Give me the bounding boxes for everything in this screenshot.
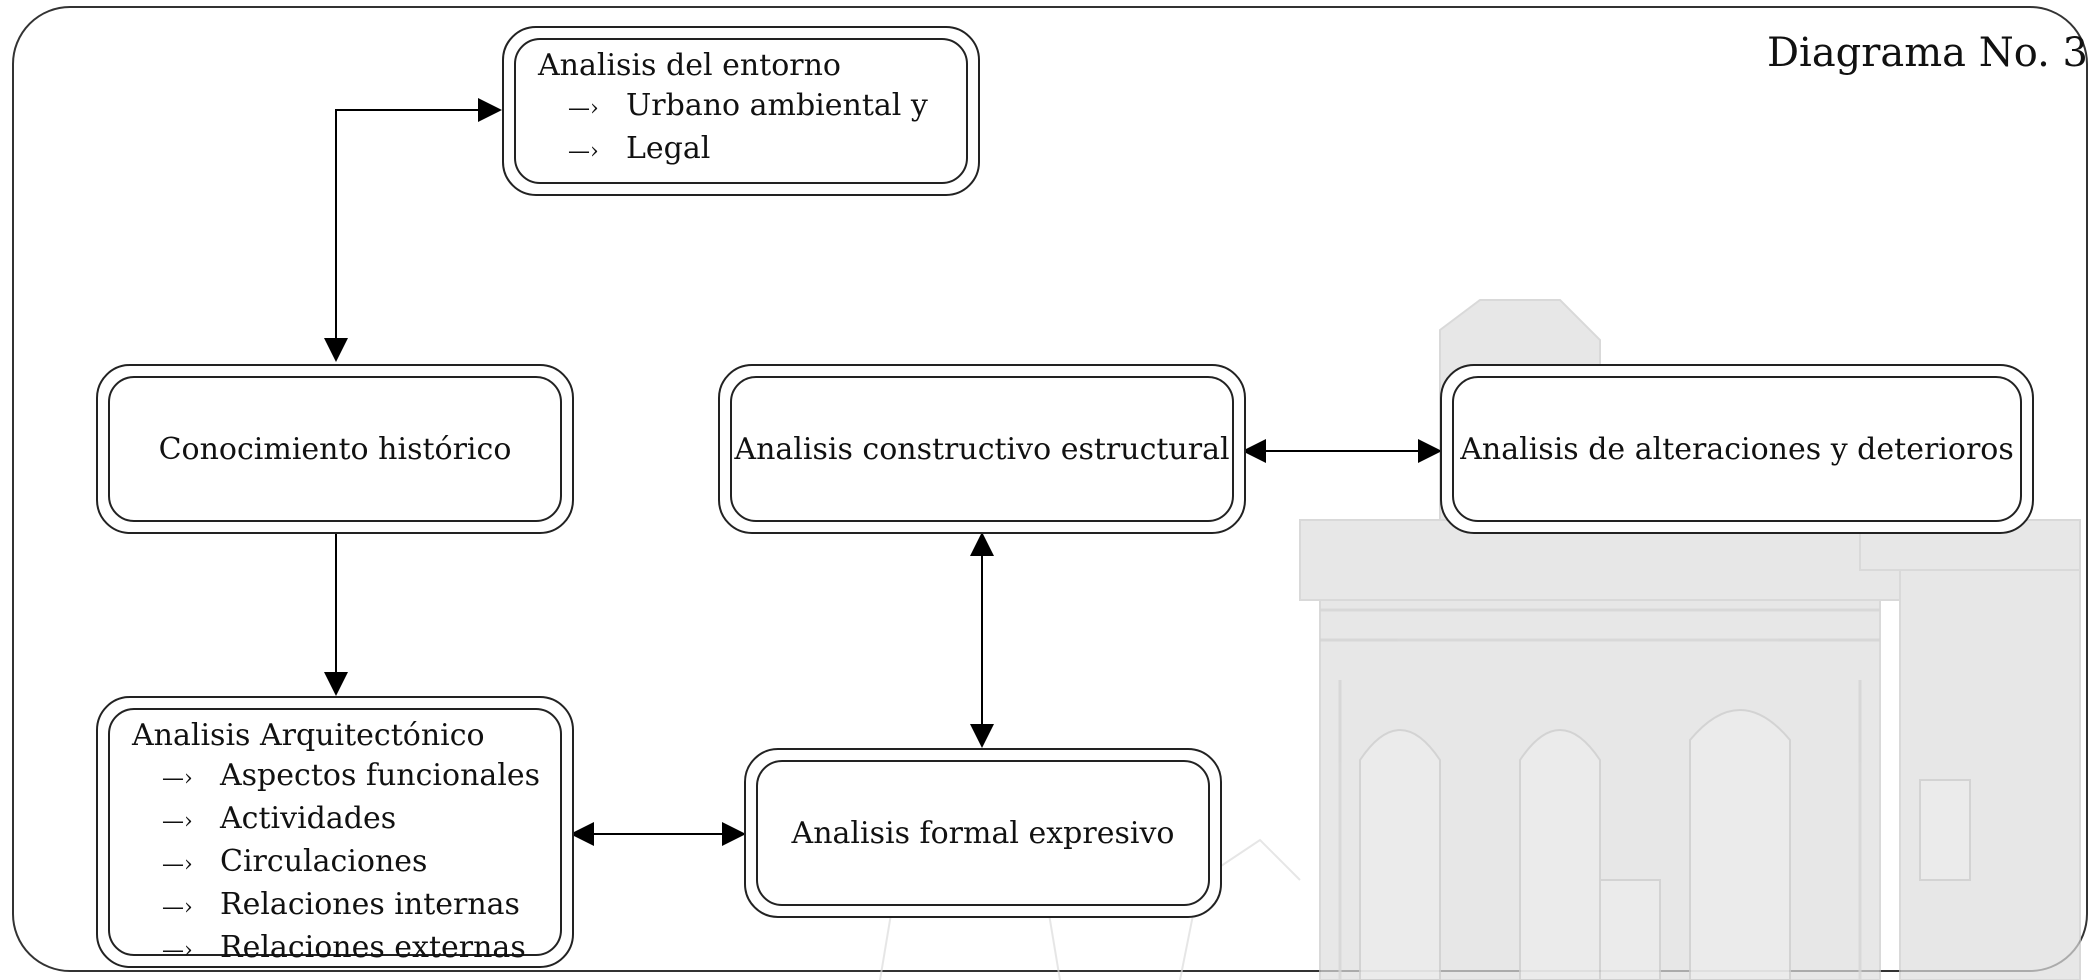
- node-entorno: Analisis del entorno —›Urbano ambiental …: [502, 26, 980, 196]
- node-constructivo-title: Analisis constructivo estructural: [730, 376, 1234, 522]
- node-formal-title: Analisis formal expresivo: [756, 760, 1210, 906]
- arrow-icon: —›: [568, 96, 599, 121]
- list-item: —›Actividades: [132, 799, 560, 842]
- node-arquitectonico-inner: Analisis Arquitectónico —›Aspectos funci…: [108, 708, 562, 965]
- edge-historico-entorno: [324, 98, 502, 362]
- node-entorno-inner: Analisis del entorno —›Urbano ambiental …: [514, 38, 968, 184]
- diagram-title: Diagrama No. 3: [1766, 30, 2088, 76]
- node-alteraciones-title: Analisis de alteraciones y deterioros: [1452, 376, 2022, 522]
- arrow-icon: —›: [162, 938, 193, 963]
- list-item: —›Relaciones externas: [132, 928, 560, 971]
- arrow-icon: —›: [568, 139, 599, 164]
- arrow-icon: —›: [162, 809, 193, 834]
- list-item: —›Urbano ambiental y: [538, 86, 966, 129]
- node-arquitectonico-title: Analisis Arquitectónico: [132, 718, 485, 753]
- node-historico: Conocimiento histórico: [96, 364, 574, 534]
- node-formal: Analisis formal expresivo: [744, 748, 1222, 918]
- arrow-icon: —›: [162, 895, 193, 920]
- node-historico-title: Conocimiento histórico: [108, 376, 562, 522]
- arrow-icon: —›: [162, 766, 193, 791]
- node-arquitectonico: Analisis Arquitectónico —›Aspectos funci…: [96, 696, 574, 968]
- node-entorno-title: Analisis del entorno: [538, 48, 841, 83]
- list-item: —›Legal: [538, 129, 966, 172]
- node-alteraciones: Analisis de alteraciones y deterioros: [1440, 364, 2034, 534]
- list-item: —›Relaciones internas: [132, 885, 560, 928]
- list-item: —›Aspectos funcionales: [132, 756, 560, 799]
- list-item: —›Circulaciones: [132, 842, 560, 885]
- arrow-icon: —›: [162, 852, 193, 877]
- node-constructivo: Analisis constructivo estructural: [718, 364, 1246, 534]
- diagram-frame: [12, 6, 2088, 972]
